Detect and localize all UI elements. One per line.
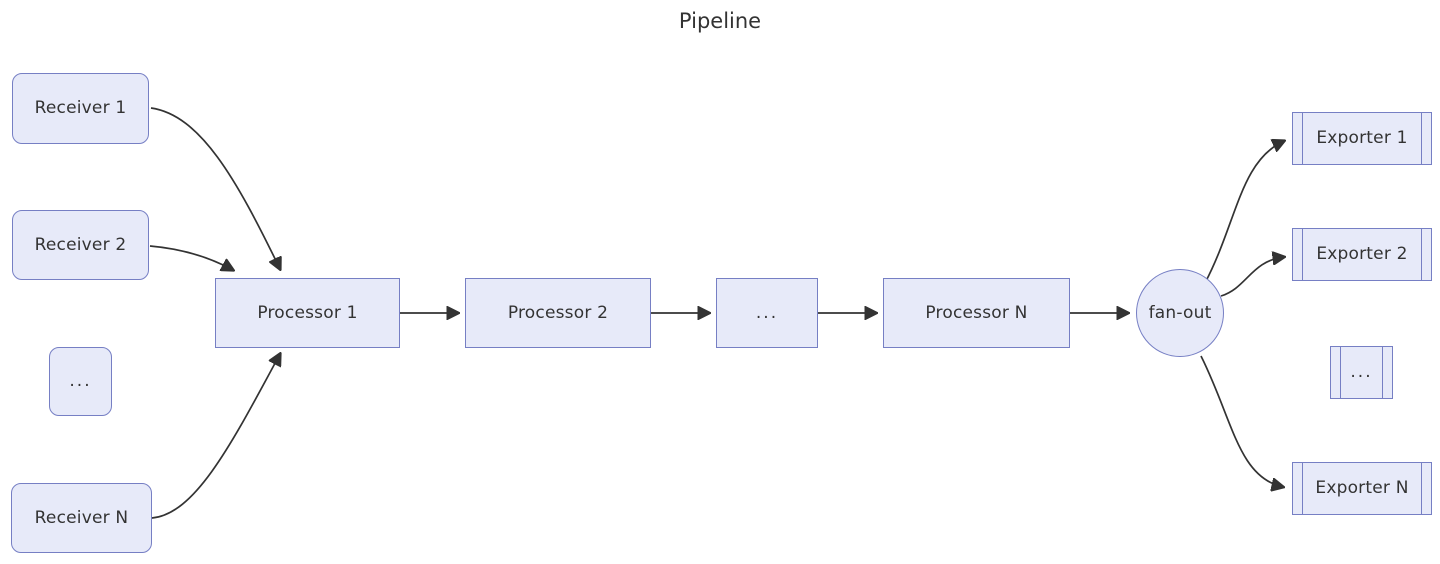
- diagram-title: Pipeline: [678, 9, 762, 33]
- node-label: Processor 2: [507, 302, 609, 323]
- edge-fanout-exporter2: [1220, 257, 1284, 297]
- node-receiver-2: Receiver 2: [12, 210, 149, 280]
- node-exporter-1: Exporter 1: [1292, 112, 1432, 165]
- node-processor-1: Processor 1: [215, 278, 400, 348]
- node-exporter-n: Exporter N: [1292, 462, 1432, 515]
- node-receiver-ellipsis: ...: [49, 347, 112, 416]
- node-fan-out: fan-out: [1136, 269, 1224, 357]
- node-processor-n: Processor N: [883, 278, 1070, 348]
- node-processor-2: Processor 2: [465, 278, 651, 348]
- edge-receiver1-processor1: [150, 107, 280, 269]
- node-receiver-1: Receiver 1: [12, 73, 149, 144]
- node-exporter-2: Exporter 2: [1292, 228, 1432, 281]
- node-receiver-n: Receiver N: [11, 483, 152, 553]
- node-label: Receiver N: [34, 507, 129, 528]
- edge-fanout-exporter1: [1204, 141, 1284, 284]
- node-label: Processor 1: [257, 302, 358, 323]
- node-exporter-ellipsis: ...: [1330, 346, 1393, 399]
- node-label: Exporter 2: [1316, 244, 1408, 264]
- node-label: ...: [69, 371, 92, 391]
- node-label: ...: [1350, 362, 1373, 382]
- node-label: Receiver 2: [34, 234, 127, 255]
- node-processor-ellipsis: ...: [716, 278, 818, 348]
- node-label: ...: [755, 302, 779, 323]
- node-label: Exporter 1: [1316, 128, 1408, 148]
- node-label: Receiver 1: [34, 98, 127, 118]
- edge-fanout-exporterN: [1200, 355, 1283, 487]
- node-label: Exporter N: [1315, 478, 1409, 498]
- node-label: Processor N: [925, 302, 1028, 323]
- edge-receiver2-processor1: [149, 245, 233, 270]
- node-label: fan-out: [1148, 302, 1212, 323]
- edge-receiverN-processor1: [151, 354, 280, 519]
